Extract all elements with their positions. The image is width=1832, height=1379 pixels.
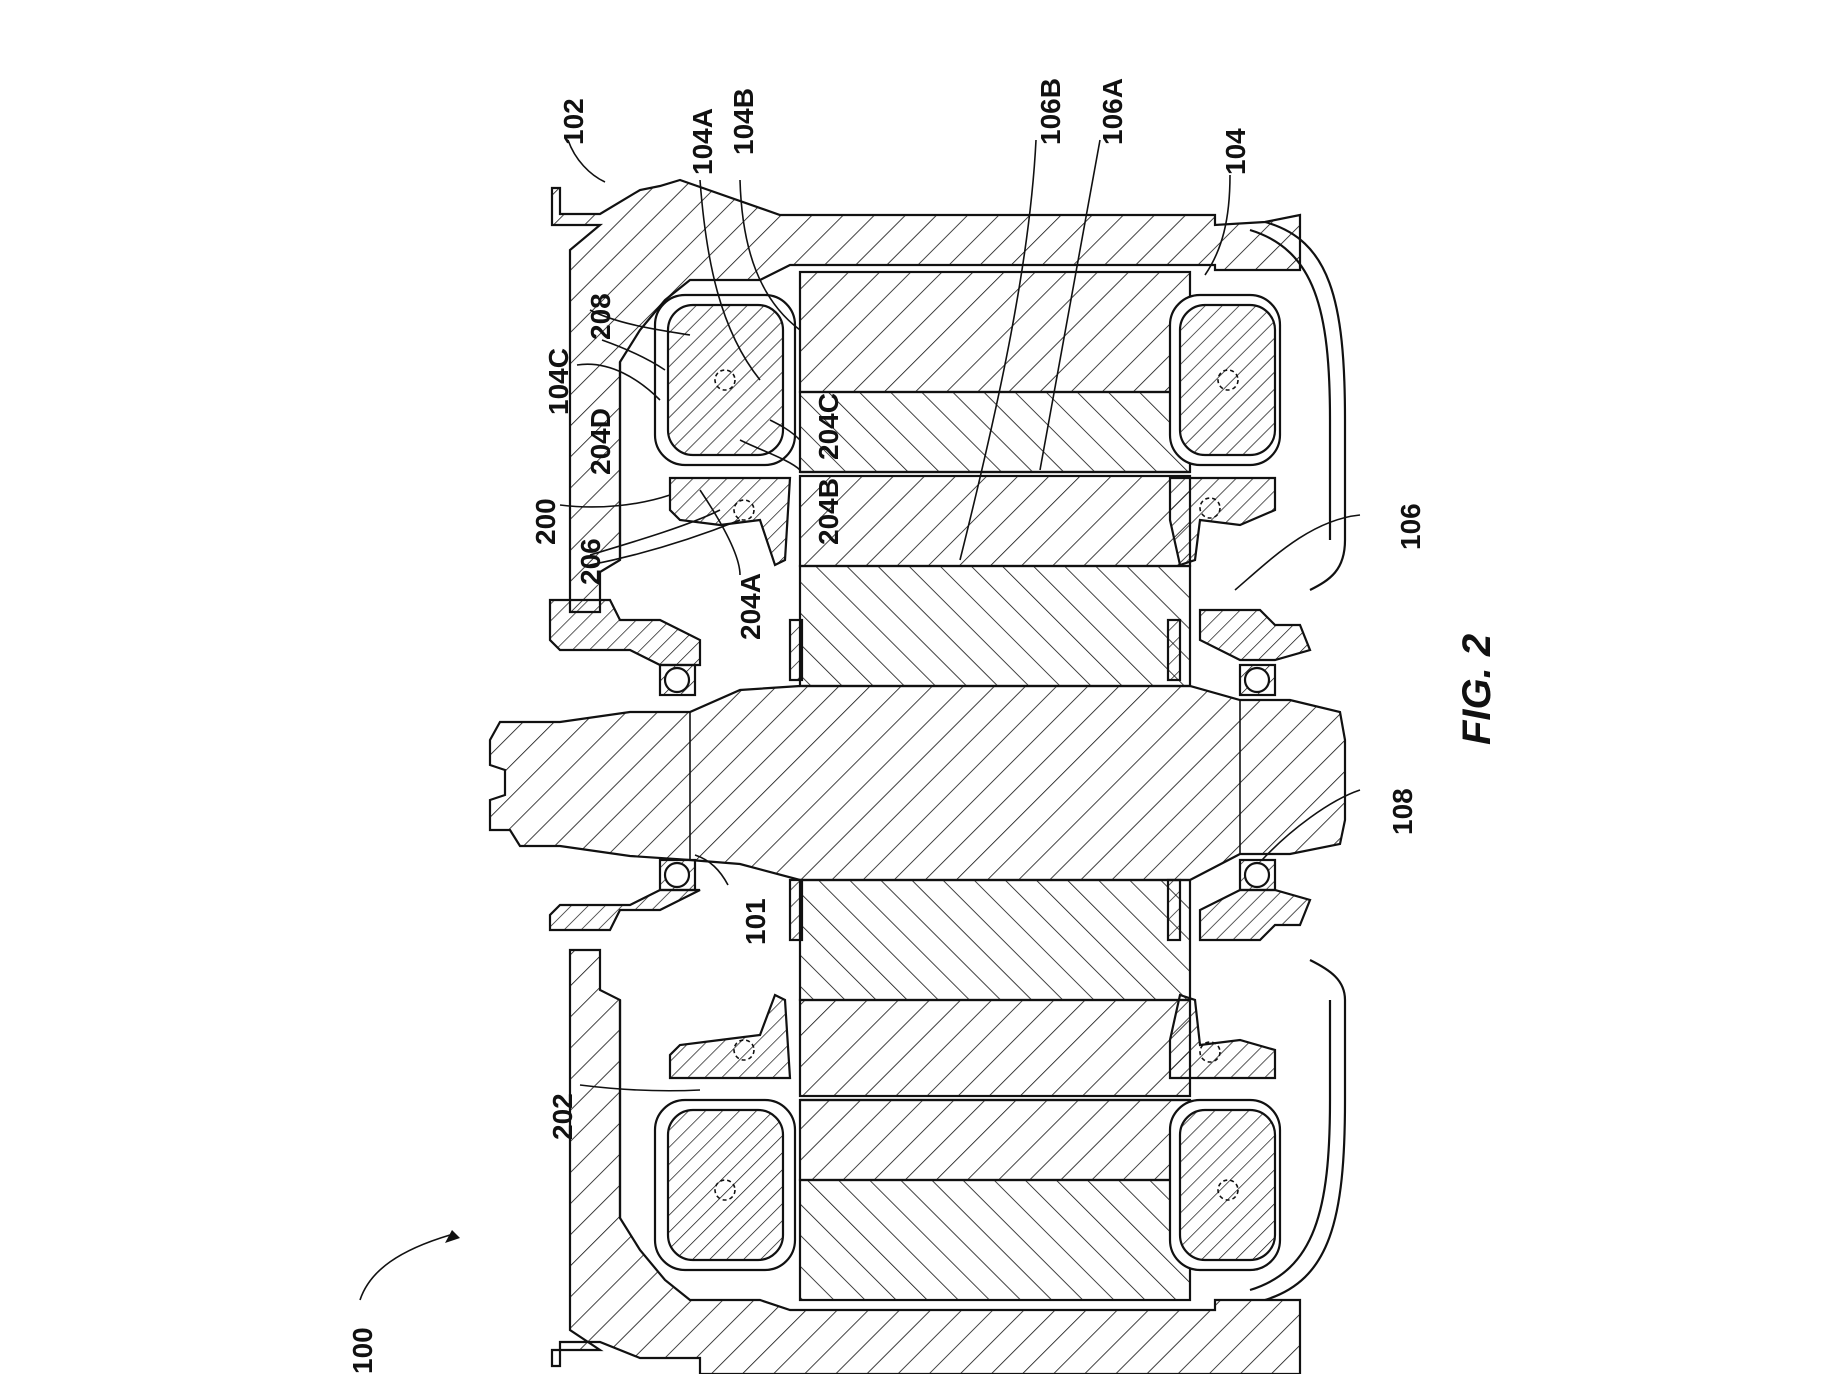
label-206: 206 bbox=[575, 538, 606, 585]
label-101: 101 bbox=[740, 898, 771, 945]
rotor-core-upper-a bbox=[800, 476, 1190, 566]
label-102: 102 bbox=[558, 98, 589, 145]
label-100: 100 bbox=[347, 1327, 378, 1374]
shaft-101 bbox=[490, 686, 1345, 880]
label-106: 106 bbox=[1395, 503, 1426, 550]
rotor-core-lower-a bbox=[800, 1000, 1190, 1096]
figure-caption: FIG. 2 bbox=[1455, 634, 1499, 745]
label-104B: 104B bbox=[728, 88, 759, 155]
label-108: 108 bbox=[1387, 788, 1418, 835]
stator-core-upper-outer bbox=[800, 272, 1190, 392]
label-106B: 106B bbox=[1035, 78, 1066, 145]
label-204C: 204C bbox=[813, 393, 844, 460]
label-200: 200 bbox=[530, 498, 561, 545]
label-208: 208 bbox=[585, 293, 616, 340]
stator-core-lower-outer bbox=[800, 1180, 1190, 1300]
label-202: 202 bbox=[547, 1093, 578, 1140]
rotor-core-lower-b bbox=[800, 880, 1190, 1000]
label-104: 104 bbox=[1220, 128, 1251, 175]
label-204B: 204B bbox=[813, 478, 844, 545]
label-104C: 104C bbox=[543, 348, 574, 415]
stator-core-lower-inner bbox=[800, 1100, 1190, 1180]
label-204D: 204D bbox=[585, 408, 616, 475]
label-204A: 204A bbox=[735, 573, 766, 640]
label-106A: 106A bbox=[1097, 78, 1128, 145]
rotor-core-upper-b bbox=[800, 566, 1190, 686]
label-104A: 104A bbox=[687, 108, 718, 175]
stator-core-upper-inner bbox=[800, 392, 1190, 472]
